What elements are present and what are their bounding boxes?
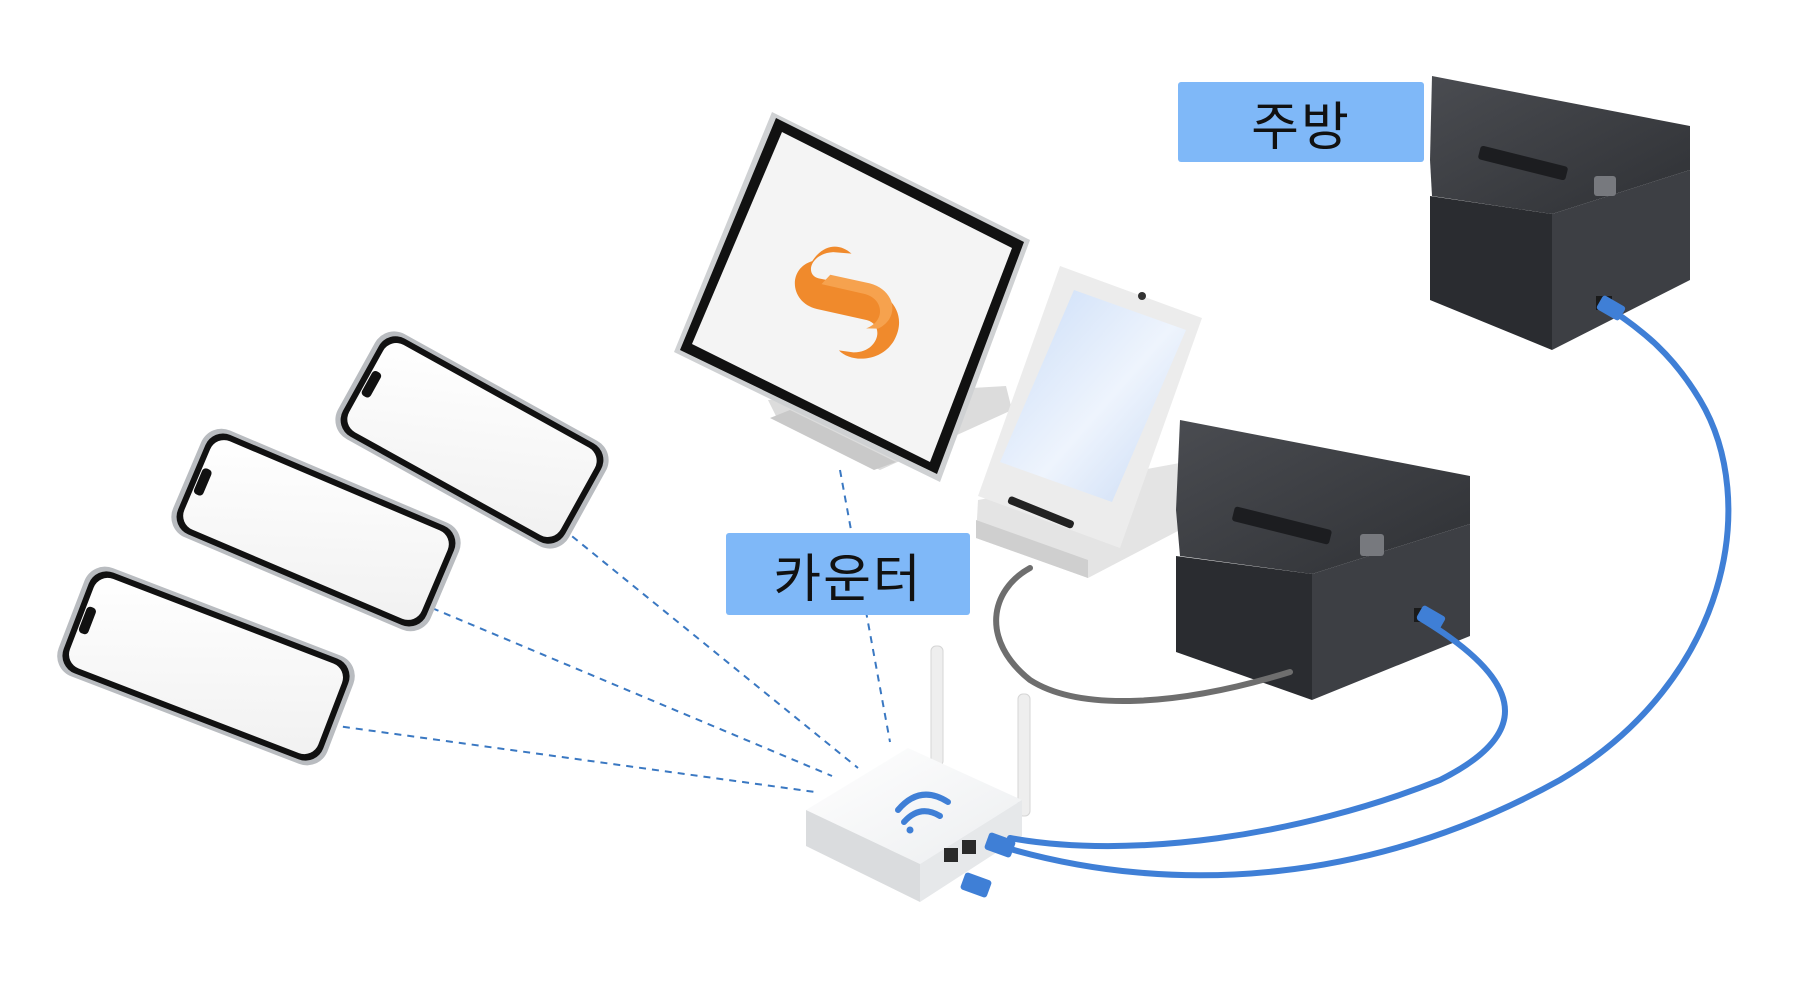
paper-slot bbox=[1478, 145, 1568, 181]
wireless-links bbox=[329, 469, 891, 793]
terminal-base-front bbox=[976, 520, 1088, 578]
printer-side bbox=[1312, 524, 1470, 700]
feed-button bbox=[1594, 176, 1616, 196]
terminal-cable bbox=[993, 565, 1293, 704]
kitchen-label: 주방 bbox=[1178, 82, 1424, 162]
wireless-link-phone-2 bbox=[419, 602, 833, 777]
ethernet-plug bbox=[1416, 605, 1446, 631]
smartphone-icon bbox=[57, 566, 355, 766]
receipt-printer-icon bbox=[1430, 76, 1690, 350]
app-logo-icon bbox=[794, 246, 899, 359]
printer-top bbox=[1430, 76, 1690, 214]
smartphone-icon bbox=[171, 428, 461, 632]
printer-side bbox=[1552, 170, 1690, 350]
receipt-printer-icon bbox=[1176, 420, 1470, 700]
router-antenna bbox=[930, 645, 944, 767]
router-port bbox=[944, 848, 958, 862]
tablet-icon bbox=[674, 112, 1030, 482]
ethernet-plug bbox=[1596, 295, 1626, 321]
router-antenna bbox=[1017, 693, 1031, 817]
ethernet-cable-kitchen bbox=[997, 307, 1732, 879]
terminal-screen bbox=[1000, 290, 1186, 502]
printer-front bbox=[1176, 556, 1312, 700]
wifi-icon bbox=[895, 791, 951, 834]
feed-button bbox=[1360, 534, 1384, 556]
payment-terminal-icon bbox=[976, 266, 1218, 578]
smartphone-icon bbox=[335, 331, 609, 549]
wireless-link-phone-3 bbox=[329, 724, 816, 793]
terminal-camera bbox=[1138, 292, 1146, 300]
router-port bbox=[962, 840, 976, 854]
printer-front bbox=[1430, 196, 1552, 350]
tablet-stand-base bbox=[770, 410, 896, 470]
ethernet-cable-counter bbox=[1007, 615, 1508, 850]
printer-top bbox=[1176, 420, 1470, 574]
wifi-router-icon bbox=[806, 645, 1031, 902]
card-slot bbox=[1007, 496, 1074, 529]
paper-slot bbox=[1232, 506, 1332, 545]
counter-label: 카운터 bbox=[726, 533, 970, 615]
ethernet-plug bbox=[960, 872, 992, 898]
router-front bbox=[806, 810, 920, 902]
router-top bbox=[806, 748, 1022, 864]
wireless-link-phone-1 bbox=[551, 519, 859, 769]
ethernet-plug bbox=[984, 832, 1016, 858]
